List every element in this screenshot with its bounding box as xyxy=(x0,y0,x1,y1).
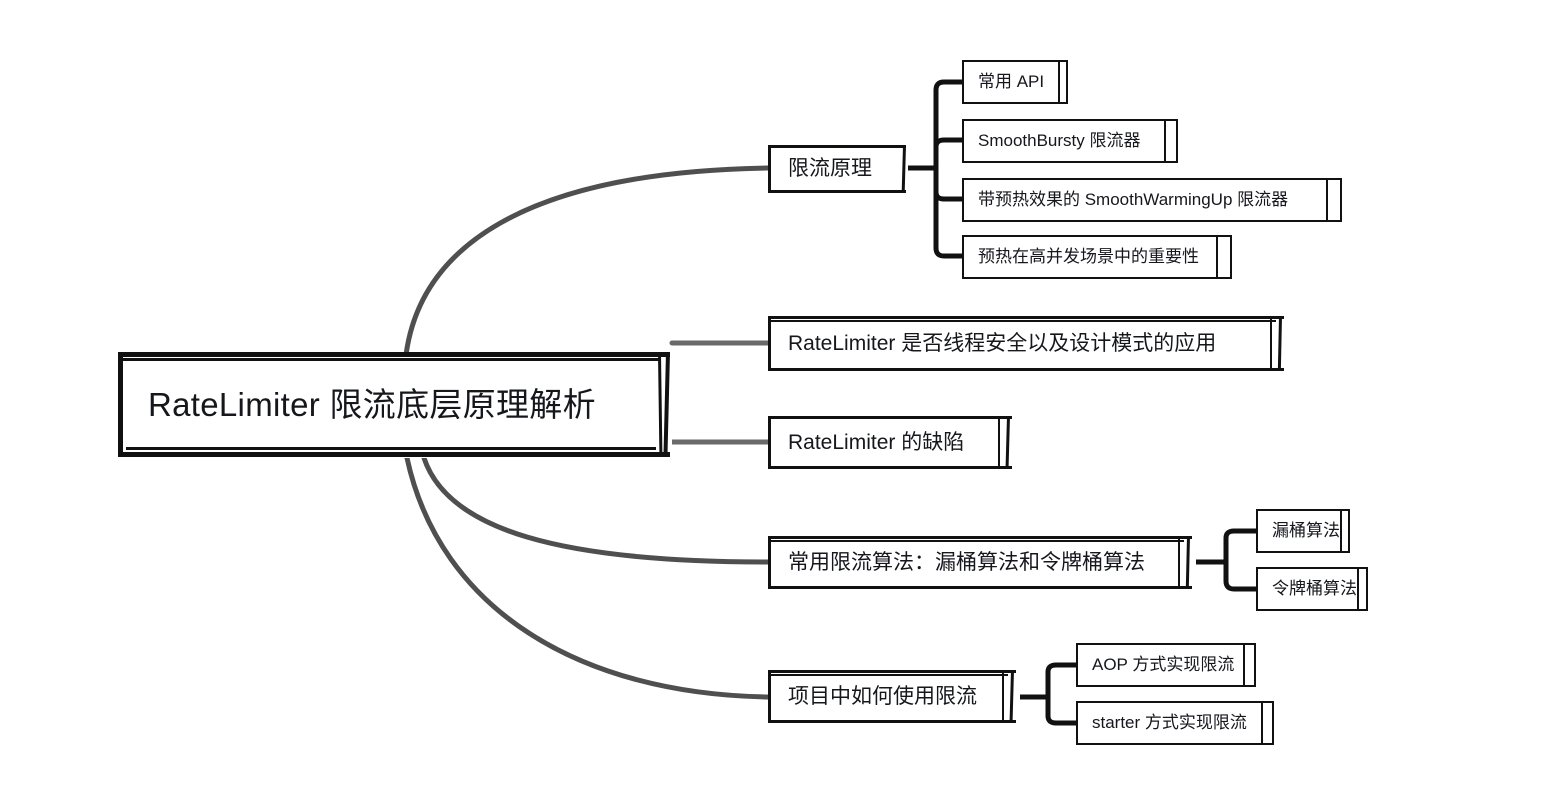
branch-node-5-label: 项目中如何使用限流 xyxy=(788,685,977,709)
branch-node-3[interactable]: RateLimiter 的缺陷 xyxy=(768,416,1016,470)
root-node-label: RateLimiter 限流底层原理解析 xyxy=(148,385,596,423)
leaf-node-1-1-label: 常用 API xyxy=(978,71,1045,91)
leaf-node-5-2[interactable]: starter 方式实现限流 xyxy=(1076,701,1276,745)
edge-branch5-to-child-1 xyxy=(1045,662,1079,700)
leaf-node-5-2-label: starter 方式实现限流 xyxy=(1092,712,1247,732)
leaf-node-4-2[interactable]: 令牌桶算法 xyxy=(1256,567,1370,611)
leaf-node-1-4[interactable]: 预热在高并发场景中的重要性 xyxy=(962,235,1234,279)
branch-node-2-label: RateLimiter 是否线程安全以及设计模式的应用 xyxy=(788,332,1217,356)
edge-branch4-to-child-1 xyxy=(1223,528,1259,565)
leaf-node-4-1[interactable]: 漏桶算法 xyxy=(1256,509,1352,553)
edge-branch1-to-child-3 xyxy=(933,165,965,202)
branch-node-5[interactable]: 项目中如何使用限流 xyxy=(768,670,1020,724)
branch-node-1-label: 限流原理 xyxy=(788,157,872,181)
root-node[interactable]: RateLimiter 限流底层原理解析 xyxy=(118,352,672,458)
branch-node-1[interactable]: 限流原理 xyxy=(768,145,908,193)
branch-node-3-label: RateLimiter 的缺陷 xyxy=(788,431,965,455)
leaf-node-1-2[interactable]: SmoothBursty 限流器 xyxy=(962,119,1180,163)
edge-branch1-to-child-4 xyxy=(933,165,965,259)
branch-node-4[interactable]: 常用限流算法：漏桶算法和令牌桶算法 xyxy=(768,536,1196,590)
branch-node-4-label: 常用限流算法：漏桶算法和令牌桶算法 xyxy=(788,551,1145,575)
leaf-node-1-1[interactable]: 常用 API xyxy=(962,60,1070,104)
leaf-node-1-4-label: 预热在高并发场景中的重要性 xyxy=(978,246,1199,266)
edge-branch1-to-child-1 xyxy=(933,79,965,171)
edge-branch1-to-child-2 xyxy=(933,137,965,171)
branch-node-2[interactable]: RateLimiter 是否线程安全以及设计模式的应用 xyxy=(768,316,1288,372)
leaf-node-1-2-label: SmoothBursty 限流器 xyxy=(978,130,1141,150)
leaf-node-5-1-label: AOP 方式实现限流 xyxy=(1092,654,1235,674)
leaf-node-4-2-label: 令牌桶算法 xyxy=(1272,578,1357,598)
leaf-node-4-1-label: 漏桶算法 xyxy=(1272,520,1340,540)
edge-root-to-branch-5 xyxy=(404,455,771,700)
edge-branch5-to-child-2 xyxy=(1045,694,1079,726)
edge-root-to-branch-4 xyxy=(421,455,771,565)
leaf-node-5-1[interactable]: AOP 方式实现限流 xyxy=(1076,643,1258,687)
leaf-node-1-3[interactable]: 带预热效果的 SmoothWarmingUp 限流器 xyxy=(962,178,1344,222)
edge-root-to-branch-1 xyxy=(403,165,771,358)
leaf-node-1-3-label: 带预热效果的 SmoothWarmingUp 限流器 xyxy=(978,189,1289,209)
edge-branch4-to-child-2 xyxy=(1223,559,1259,592)
